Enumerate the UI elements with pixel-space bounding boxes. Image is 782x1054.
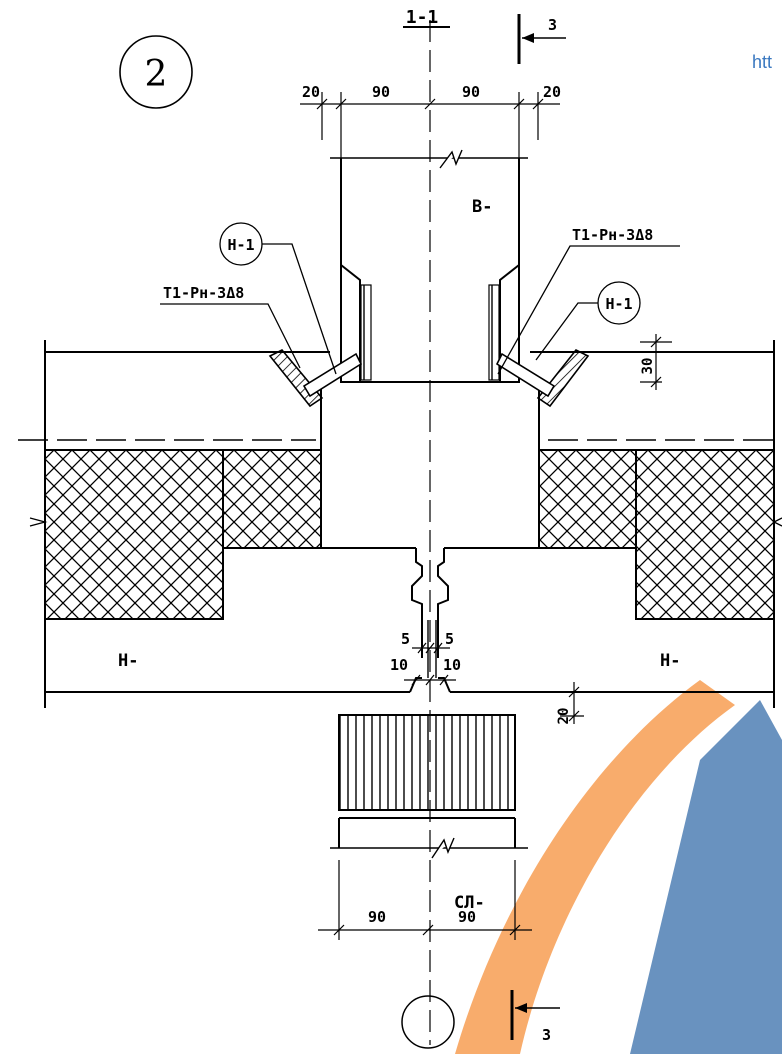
section-arrow-top: 3 bbox=[517, 14, 566, 64]
dim-top-90-right: 90 bbox=[462, 83, 480, 101]
url-fragment[interactable]: htt bbox=[752, 52, 773, 72]
dimension-right-30 bbox=[640, 334, 672, 390]
lower-panel-label: СЛ- bbox=[454, 893, 485, 913]
slab-right-label: Н- bbox=[660, 651, 680, 671]
section-arrow-bottom: 3 bbox=[510, 990, 560, 1044]
dim-joint-10-left: 10 bbox=[390, 656, 408, 674]
upper-wall-panel bbox=[330, 149, 528, 383]
dim-joint-10-right: 10 bbox=[443, 656, 461, 674]
slab-right-insulation bbox=[538, 449, 775, 620]
dim-bottom-90-left: 90 bbox=[368, 908, 386, 926]
callout-weld-left bbox=[160, 303, 301, 369]
dimension-right-20 bbox=[560, 682, 584, 724]
section-title: 1-1 bbox=[406, 7, 439, 28]
dim-joint-5-left: 5 bbox=[401, 630, 410, 648]
watermark-blue-shape bbox=[630, 700, 782, 1054]
slab-left-insulation bbox=[44, 449, 322, 620]
dim-right-20: 20 bbox=[556, 708, 572, 725]
node-number: 2 bbox=[145, 54, 168, 95]
callout-weld-right bbox=[497, 245, 680, 375]
anchor-left bbox=[268, 349, 363, 408]
dim-joint-5-right: 5 bbox=[445, 630, 454, 648]
callout-weld-right-text: Т1-Рн-3Δ8 bbox=[572, 226, 653, 244]
weld-strip-right bbox=[488, 284, 500, 381]
upper-panel-label: В- bbox=[472, 197, 492, 217]
dimension-bottom bbox=[318, 860, 532, 940]
dim-right-30: 30 bbox=[640, 358, 656, 375]
dimension-joint bbox=[404, 642, 456, 686]
callout-n1-right bbox=[535, 281, 641, 361]
callout-n1-left bbox=[219, 222, 337, 375]
lower-wall-panel bbox=[330, 714, 528, 859]
joint-seal bbox=[422, 620, 438, 678]
bottom-marker-circle bbox=[401, 995, 455, 1049]
slab-left-label: Н- bbox=[118, 651, 138, 671]
anchor-right bbox=[495, 348, 590, 408]
dim-top-20-right: 20 bbox=[543, 83, 561, 101]
dim-top-90-left: 90 bbox=[372, 83, 390, 101]
callout-n1-right-text: Н-1 bbox=[605, 295, 632, 313]
dimension-top bbox=[300, 92, 560, 160]
weld-strip-left bbox=[360, 284, 372, 381]
watermark-logo bbox=[455, 680, 782, 1054]
callout-n1-left-text: Н-1 bbox=[227, 236, 254, 254]
callout-weld-left-text: Т1-Рн-3Δ8 bbox=[163, 284, 244, 302]
dim-top-20-left: 20 bbox=[302, 83, 320, 101]
section-arrow-bottom-label: 3 bbox=[542, 1026, 551, 1044]
dim-bottom-90-right: 90 bbox=[458, 908, 476, 926]
section-arrow-top-label: 3 bbox=[548, 16, 557, 34]
watermark-orange-arc bbox=[455, 680, 735, 1054]
node-number-circle bbox=[119, 35, 193, 109]
